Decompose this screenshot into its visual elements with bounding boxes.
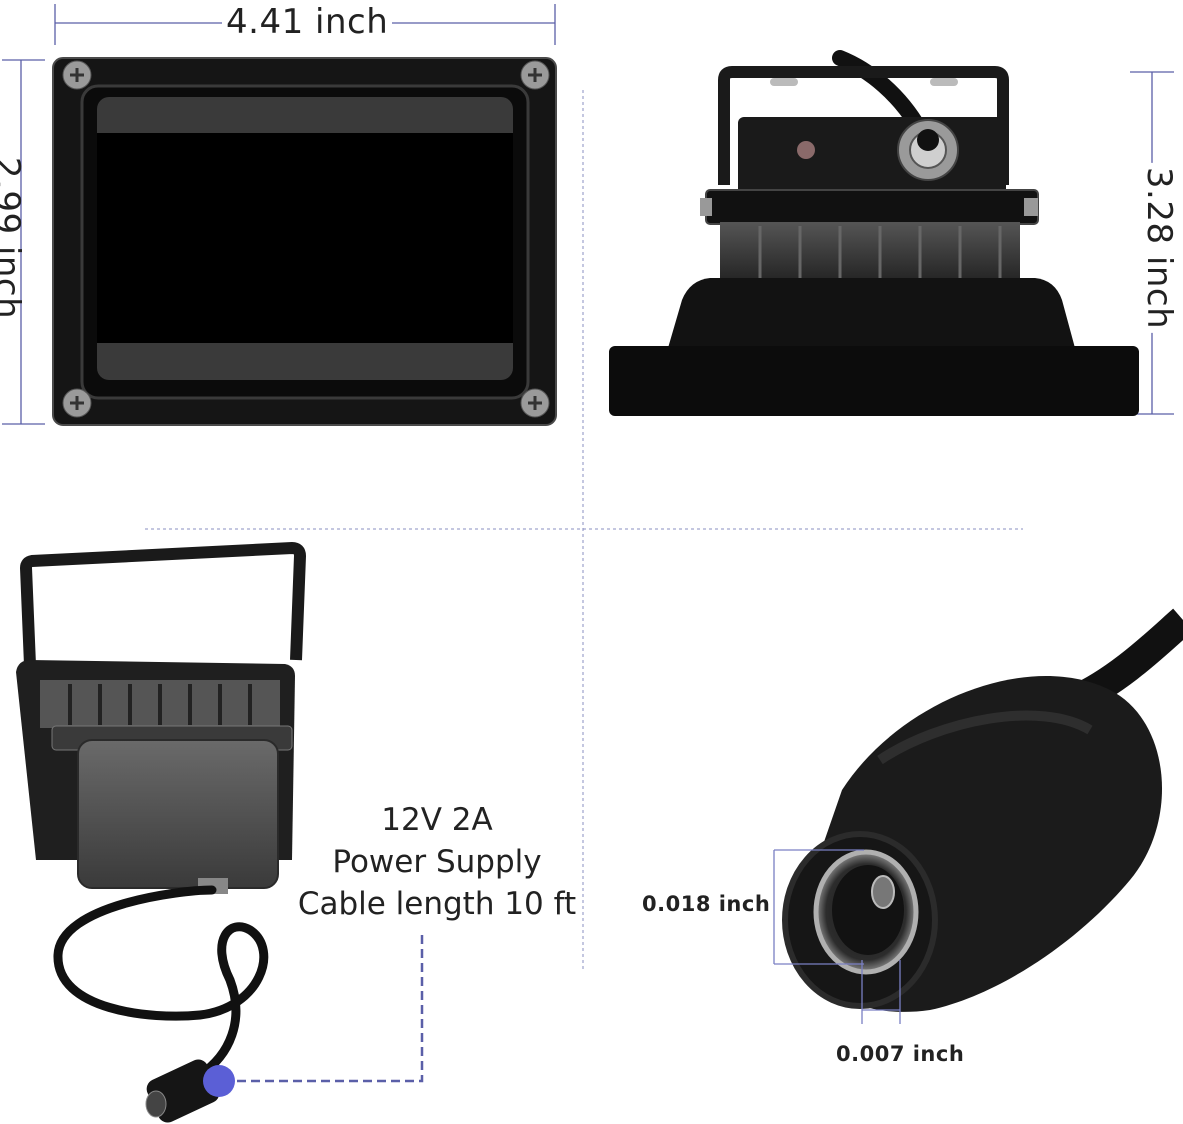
spec-callout-leader (203, 935, 424, 1097)
screw-icon (62, 60, 92, 90)
power-supply-label: Power Supply (332, 844, 542, 880)
height-dimension-line (2, 59, 45, 425)
voltage-current-label: 12V 2A (381, 802, 493, 838)
screw-icon (520, 388, 550, 418)
screw-icon (520, 60, 550, 90)
front-view-floodlight (52, 57, 557, 426)
floodlight-with-power-cable (16, 541, 307, 1123)
back-view-floodlight (609, 50, 1139, 416)
width-label: 4.41 inch (222, 2, 393, 42)
cable-length-label: Cable length 10 ft (297, 886, 577, 922)
jack-dimension-lines (773, 849, 901, 1024)
jack-inner-diameter-label: 0.007 inch (836, 1042, 965, 1066)
power-spec-block: 12V 2A Power Supply Cable length 10 ft (296, 799, 578, 925)
screw-icon (62, 388, 92, 418)
grid-dividers (145, 90, 1023, 970)
dc-jack-closeup (782, 608, 1183, 1012)
jack-outer-diameter-label: 0.018 inch (642, 892, 771, 916)
depth-label: 3.28 inch (1139, 162, 1180, 334)
dc-connector-icon (145, 1059, 220, 1123)
height-label: 2.99 inch (0, 156, 28, 320)
